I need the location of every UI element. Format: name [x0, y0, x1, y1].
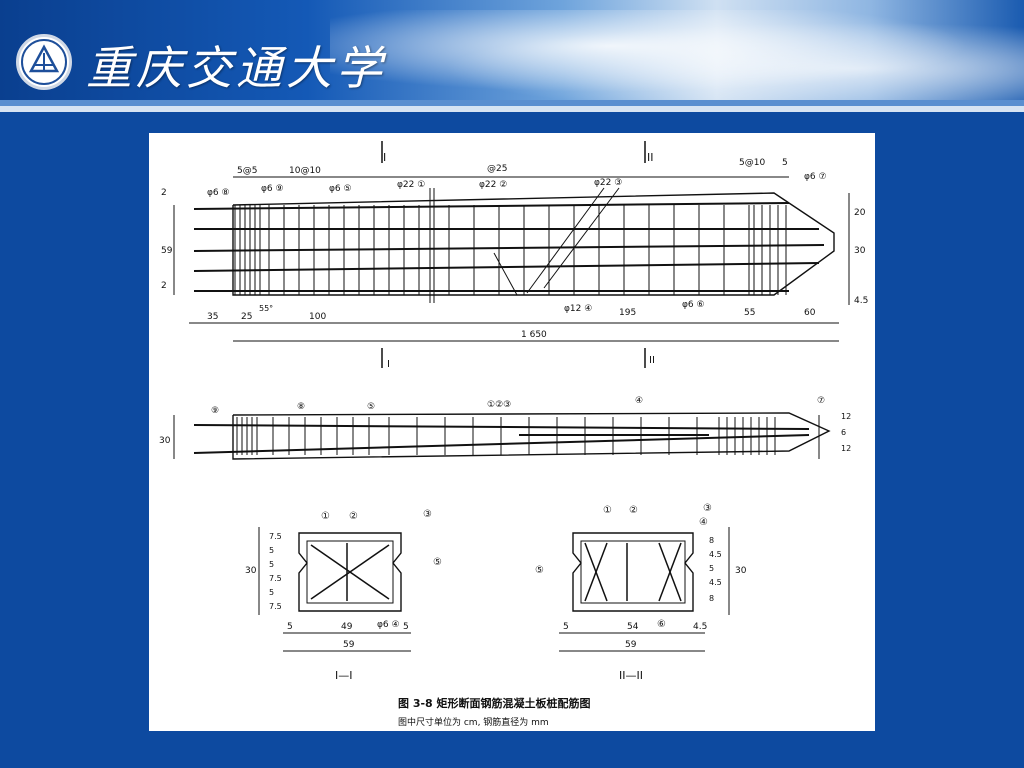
- plan-label-9: ⑨: [211, 406, 219, 416]
- section-2-width: 59: [625, 640, 637, 650]
- school-name: 重庆交通大学: [86, 41, 386, 95]
- plan-right-dim-3: 12: [841, 444, 851, 453]
- left-dim-3: 2: [161, 281, 167, 291]
- section-1-title: I—I: [335, 669, 353, 682]
- plan-view: [173, 412, 831, 460]
- rebar-label-7: φ6 ⑦: [804, 172, 827, 182]
- section-2-right-dim-5: 8: [709, 594, 714, 603]
- banner-stripe-light: [0, 106, 1024, 112]
- section-2-title: II—II: [619, 669, 643, 682]
- section-2-height: 30: [735, 566, 747, 576]
- reinforcement-drawing: I II 5@5 10@10 @25 5@10 5 φ6 ⑧ φ6 ⑨ φ6 ⑤…: [159, 141, 868, 682]
- section-2-view: [559, 527, 730, 652]
- bottom-dim-3: 100: [309, 312, 326, 322]
- section-1-left-dim-2: 5: [269, 546, 274, 555]
- rebar-label-6: φ6 ⑥: [682, 300, 705, 310]
- section-2-bottom-dim-1: 5: [563, 622, 569, 632]
- plan-label-5: ⑤: [367, 402, 375, 412]
- section-2-label-3: ③: [703, 503, 712, 514]
- section-1-height: 30: [245, 566, 257, 576]
- bottom-dim-2: 25: [241, 312, 252, 322]
- plan-stirrups: [236, 417, 776, 455]
- section-1-left-dim-4: 7.5: [269, 574, 282, 583]
- bend-angle: 55°: [259, 304, 273, 313]
- bottom-dim-6: 60: [804, 308, 816, 318]
- rebar-label-1: φ22 ①: [397, 180, 425, 190]
- figure-caption: 图 3-8 矩形断面钢筋混凝土板桩配筋图: [398, 697, 591, 710]
- rebar-label-3: φ22 ③: [594, 178, 622, 188]
- section-1-bottom-dim-3: 5: [403, 622, 409, 632]
- left-dim-2: 59: [161, 246, 173, 256]
- plan-left-dim: 30: [159, 436, 171, 446]
- spacing-label-3: @25: [487, 164, 507, 174]
- elevation-stirrups: [234, 205, 787, 295]
- section-2-label-4: ④: [699, 517, 708, 528]
- rebar-label-4: φ12 ④: [564, 304, 592, 314]
- section-1-label-1: ①: [321, 511, 330, 522]
- banner-stripe: [0, 100, 1024, 106]
- banner-sky: [330, 10, 1024, 100]
- plan-right-dim-2: 6: [841, 428, 846, 437]
- section-2-bottom-dim-2: 54: [627, 622, 639, 632]
- plan-right-dim-1: 12: [841, 412, 851, 421]
- plan-label-8: ⑧: [297, 402, 305, 412]
- section-mark-2-bottom: II: [649, 355, 655, 366]
- plan-label-4: ④: [635, 396, 643, 406]
- bottom-dim-5: 55: [744, 308, 755, 318]
- spacing-label-2: 10@10: [289, 166, 321, 176]
- section-1-left-dim-1: 7.5: [269, 532, 282, 541]
- section-1-left-dim-6: 7.5: [269, 602, 282, 611]
- section-1-left-dim-5: 5: [269, 588, 274, 597]
- rebar-label-2: φ22 ②: [479, 180, 507, 190]
- header-banner: 重庆交通大学: [0, 0, 1024, 112]
- section-1-bottom-dim-1: 5: [287, 622, 293, 632]
- section-2-right-dim-3: 5: [709, 564, 714, 573]
- section-1-label-5: ⑤: [433, 557, 442, 568]
- right-dim-3: 4.5: [854, 296, 868, 306]
- total-length: 1 650: [521, 330, 547, 340]
- section-1-left-dim-3: 5: [269, 560, 274, 569]
- section-1-label-3: ③: [423, 509, 432, 520]
- rebar-label-5: φ6 ⑤: [329, 184, 352, 194]
- section-2-label-2: ②: [629, 505, 638, 516]
- section-mark-1-top: I: [383, 151, 386, 164]
- section-2-right-dim-1: 8: [709, 536, 714, 545]
- rebar-label-8: φ6 ⑧: [207, 188, 230, 198]
- right-dim-2: 30: [854, 246, 866, 256]
- section-2-label-6: ⑥: [657, 619, 666, 630]
- section-2-label-5: ⑤: [535, 565, 544, 576]
- university-seal-icon: [16, 34, 72, 90]
- section-2-right-dim-4: 4.5: [709, 578, 722, 587]
- bottom-dim-1: 35: [207, 312, 218, 322]
- spacing-label-4: 5@10: [739, 158, 765, 168]
- elevation-view: [173, 141, 850, 368]
- drawing-panel: I II 5@5 10@10 @25 5@10 5 φ6 ⑧ φ6 ⑨ φ6 ⑤…: [149, 133, 875, 731]
- spacing-label-5: 5: [782, 158, 788, 168]
- section-2-bottom-dim-3: 4.5: [693, 622, 707, 632]
- section-2-right-dim-2: 4.5: [709, 550, 722, 559]
- section-1-view: [258, 527, 411, 652]
- seal-graphic: [21, 39, 67, 85]
- plan-label-123: ①②③: [487, 400, 511, 410]
- section-1-label-2: ②: [349, 511, 358, 522]
- rebar-label-9: φ6 ⑨: [261, 184, 284, 194]
- right-dim-1: 20: [854, 208, 866, 218]
- spacing-label-1: 5@5: [237, 166, 257, 176]
- section-1-bottom-dim-2: 49: [341, 622, 353, 632]
- section-mark-1-bottom: I: [387, 359, 390, 370]
- section-1-width: 59: [343, 640, 355, 650]
- section-1-label-phi6: φ6 ④: [377, 620, 400, 630]
- section-2-label-1: ①: [603, 505, 612, 516]
- plan-label-7: ⑦: [817, 396, 825, 406]
- section-mark-2-top: II: [647, 151, 654, 164]
- left-dim-1: 2: [161, 188, 167, 198]
- figure-note: 图中尺寸单位为 cm, 钢筋直径为 mm: [398, 718, 549, 728]
- bottom-dim-4: 195: [619, 308, 636, 318]
